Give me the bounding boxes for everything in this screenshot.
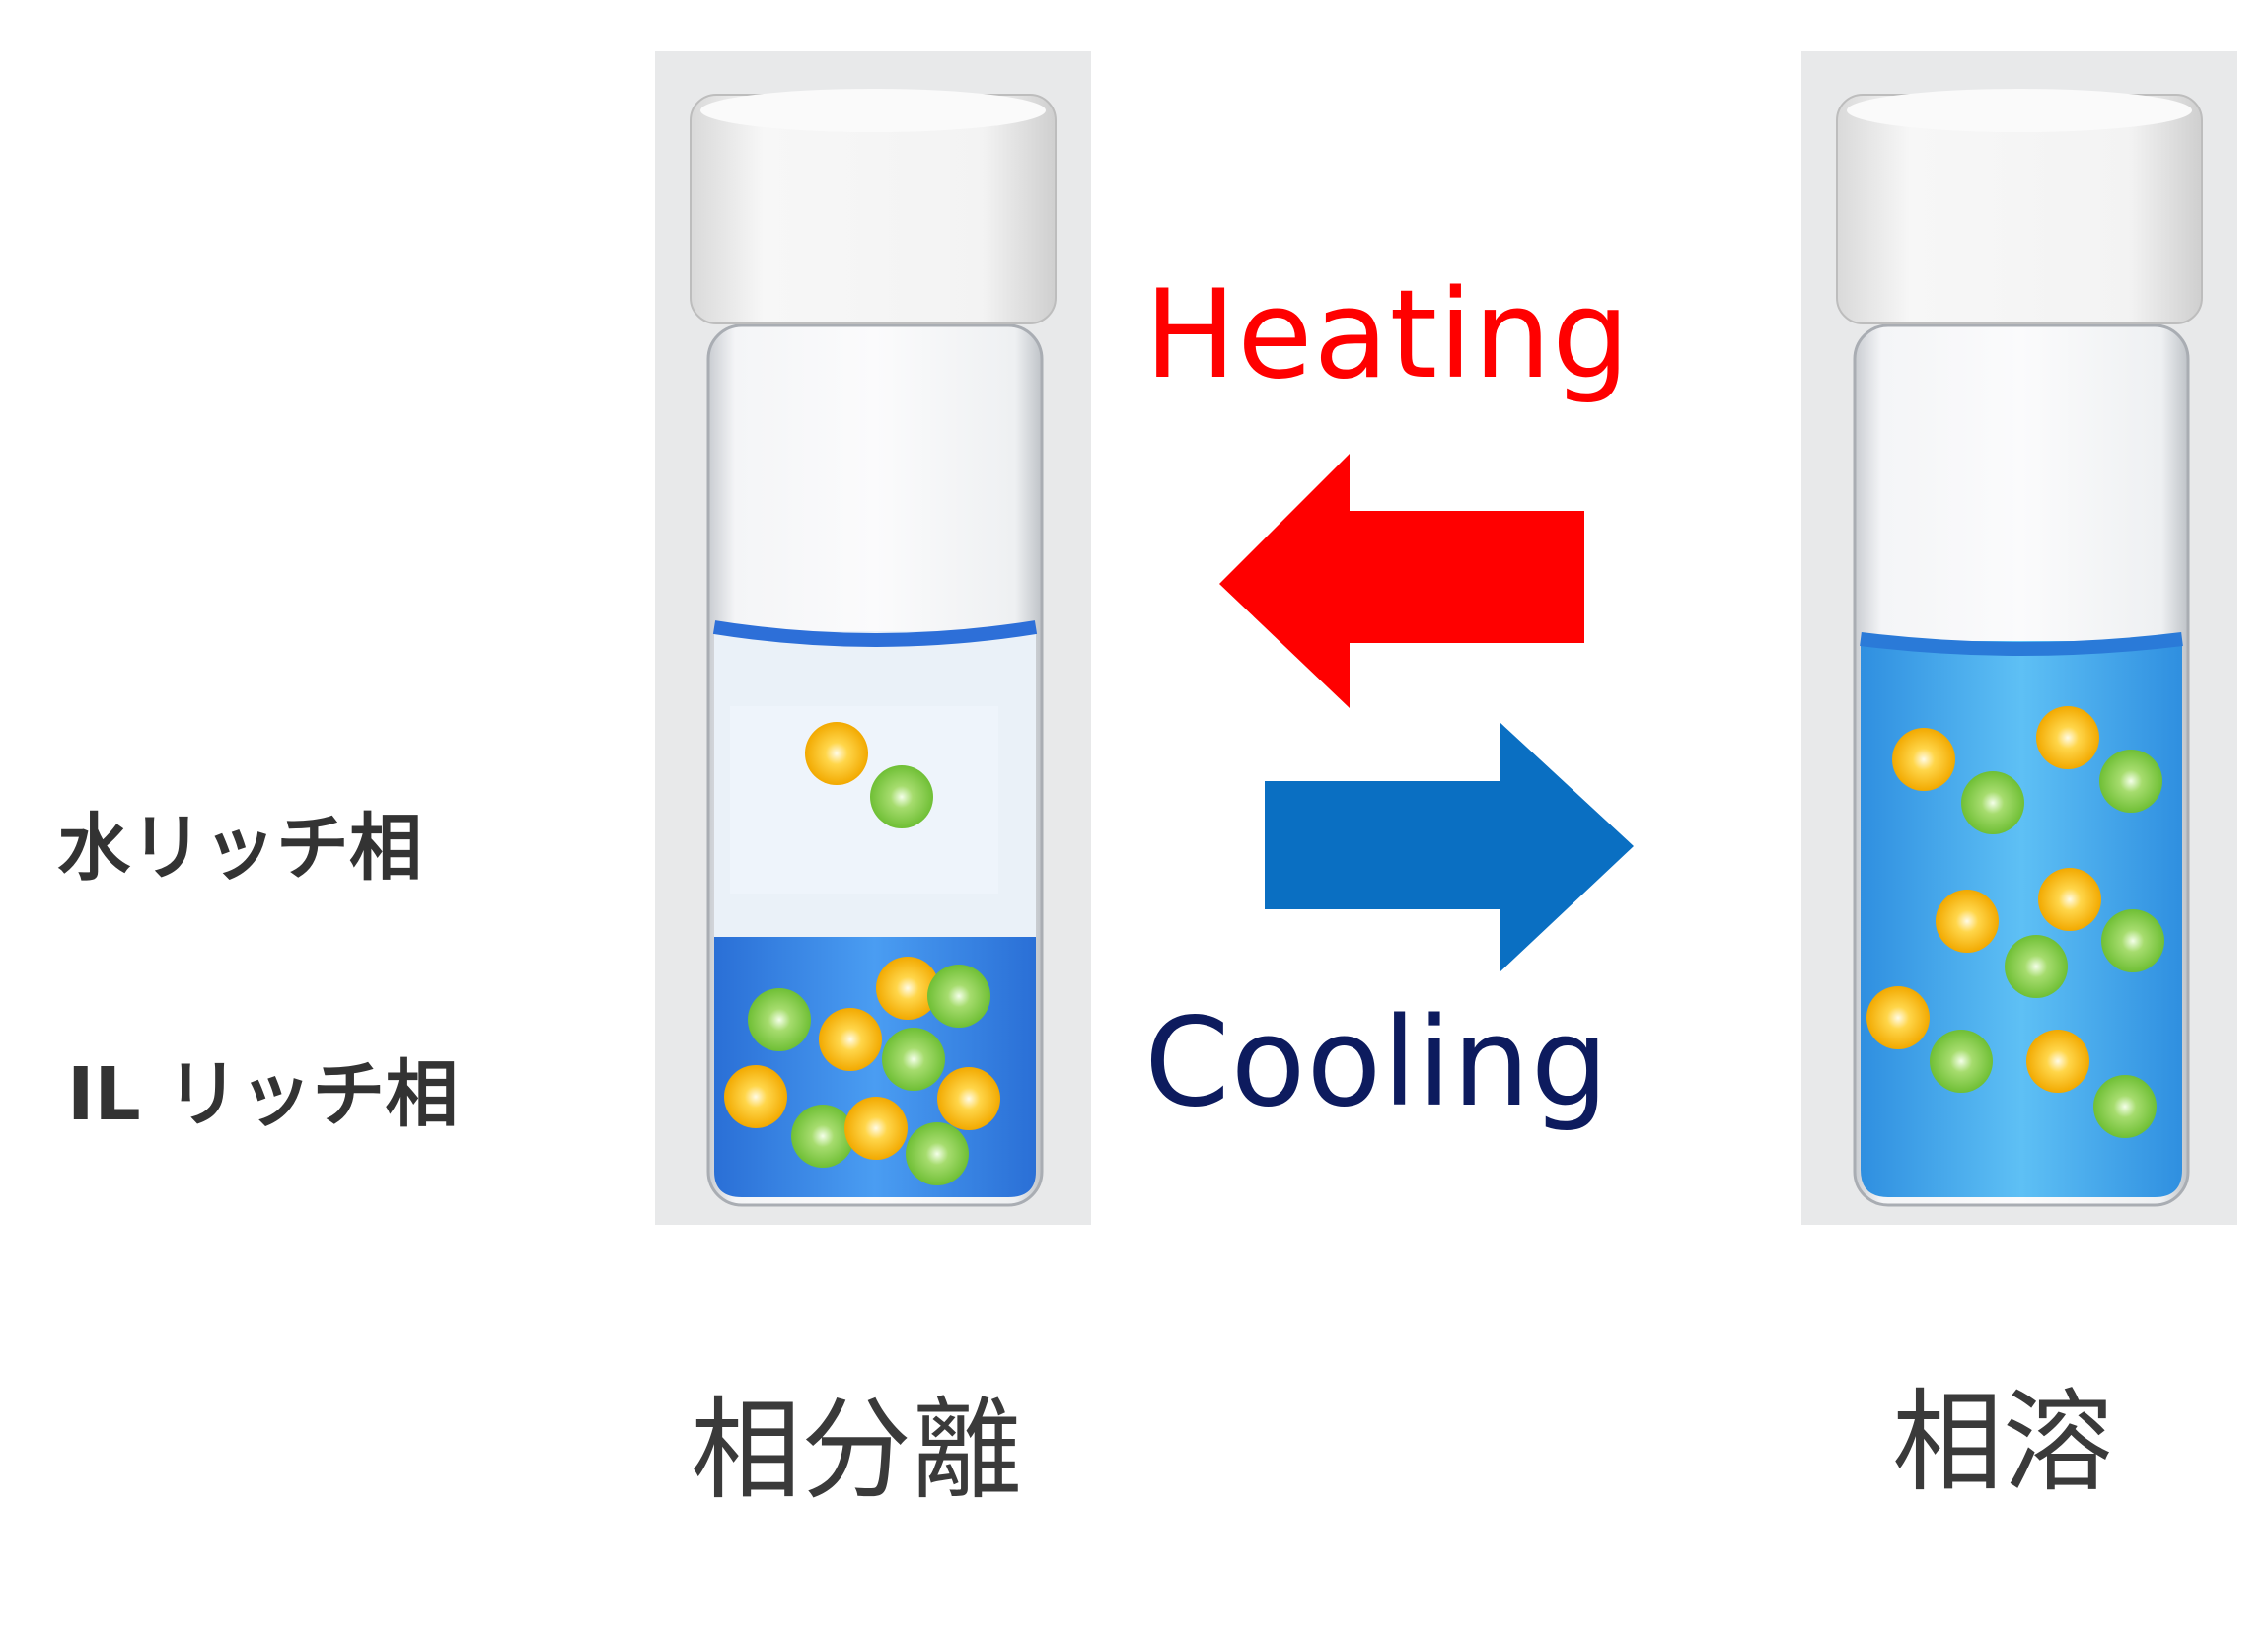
particle-green xyxy=(1961,771,2024,834)
particle-green xyxy=(748,988,811,1051)
particle-orange xyxy=(876,957,939,1020)
particle-orange xyxy=(819,1008,882,1071)
particle-orange xyxy=(724,1065,787,1128)
cooling-label: Cooling xyxy=(1144,992,1610,1134)
right-vial-photo xyxy=(1801,51,2237,1225)
phase-separation-caption: 相分離 xyxy=(691,1387,1022,1515)
particle-green xyxy=(882,1028,945,1091)
particle-green xyxy=(2093,1075,2157,1138)
particle-green xyxy=(1930,1030,1993,1093)
particle-green xyxy=(2005,935,2068,998)
particle-green xyxy=(906,1122,969,1185)
particle-orange xyxy=(1936,890,1999,953)
particle-orange xyxy=(2026,1030,2089,1093)
particle-orange xyxy=(805,722,868,785)
arrow-left-icon xyxy=(1219,454,1584,708)
particle-green xyxy=(2101,909,2164,972)
miscible-caption: 相溶 xyxy=(1892,1379,2113,1507)
arrow-right-icon xyxy=(1265,722,1634,972)
particle-orange xyxy=(2036,706,2099,769)
particle-green xyxy=(2099,750,2162,813)
particle-green xyxy=(870,765,933,828)
particle-orange xyxy=(1892,728,1955,791)
particle-orange xyxy=(844,1097,908,1160)
particle-orange xyxy=(1866,986,1930,1049)
left-vial-photo xyxy=(655,51,1091,1225)
particle-orange xyxy=(937,1067,1000,1130)
particle-orange xyxy=(2038,868,2101,931)
particle-green xyxy=(791,1105,854,1168)
il-rich-phase-label: IL リッチ相 xyxy=(67,1052,459,1137)
water-rich-phase-label: 水リッチ相 xyxy=(57,806,422,891)
particle-green xyxy=(927,965,990,1028)
heating-label: Heating xyxy=(1144,264,1631,406)
